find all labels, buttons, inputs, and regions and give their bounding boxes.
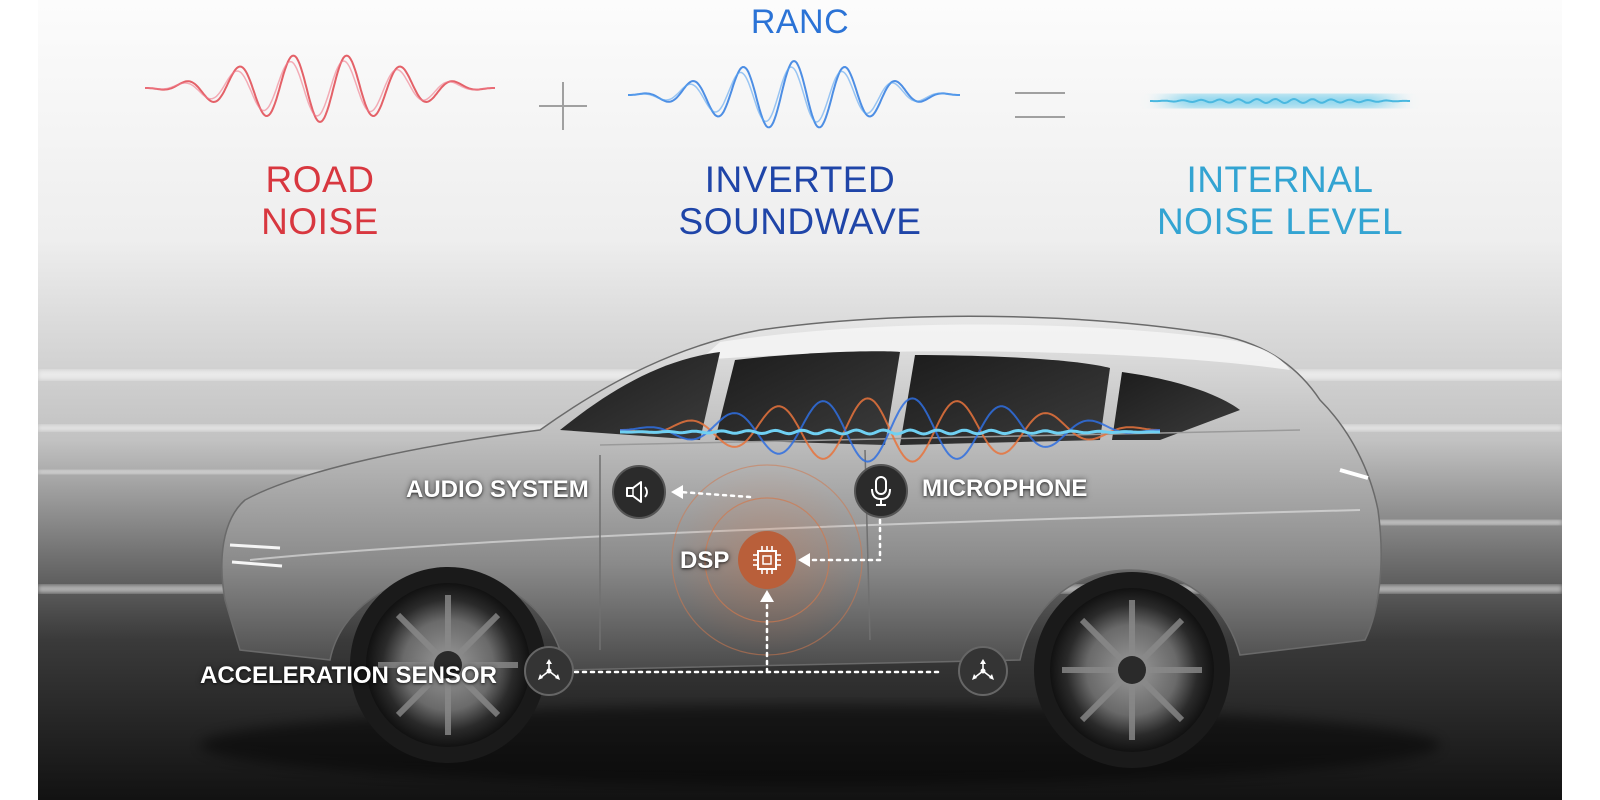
inverted-soundwave-line1: INVERTED bbox=[704, 159, 896, 200]
signal-arrowheads bbox=[671, 485, 810, 602]
inverted-soundwave-wave-echo bbox=[628, 66, 960, 123]
sensor-icon bbox=[535, 657, 563, 685]
internal-noise-level-title: INTERNAL NOISE LEVEL bbox=[1110, 159, 1450, 243]
speaker-icon bbox=[624, 479, 654, 505]
signal-paths bbox=[573, 490, 942, 674]
internal-noise-level-line2: NOISE LEVEL bbox=[1156, 201, 1404, 242]
plus-icon bbox=[539, 82, 587, 130]
microphone-icon bbox=[869, 475, 893, 507]
acceleration-sensor-node-rear bbox=[524, 646, 574, 696]
internal-noise-wave bbox=[1150, 95, 1410, 107]
cabin-internal-noise-wave bbox=[620, 428, 1160, 436]
acceleration-sensor-label: ACCELERATION SENSOR bbox=[200, 662, 497, 689]
road-noise-title: ROAD NOISE bbox=[200, 159, 440, 243]
audio-system-label: AUDIO SYSTEM bbox=[406, 476, 589, 503]
road-noise-wave bbox=[145, 54, 495, 124]
ranc-label: RANC bbox=[700, 2, 900, 42]
ranc-label-text: RANC bbox=[750, 3, 850, 41]
inverted-soundwave-wave bbox=[628, 59, 960, 129]
road-noise-line1: ROAD bbox=[265, 159, 375, 200]
left-margin bbox=[0, 0, 38, 800]
acceleration-sensor-node-front bbox=[958, 646, 1008, 696]
inverted-soundwave-line2: SOUNDWAVE bbox=[678, 201, 922, 242]
chip-icon bbox=[750, 543, 784, 577]
internal-noise-level-line1: INTERNAL bbox=[1186, 159, 1374, 200]
road-noise-line2: NOISE bbox=[261, 201, 379, 242]
audio-system-node bbox=[612, 465, 666, 519]
dsp-node bbox=[738, 531, 796, 589]
sensor-icon bbox=[969, 657, 997, 685]
microphone-label: MICROPHONE bbox=[922, 475, 1088, 502]
microphone-node bbox=[854, 464, 908, 518]
inverted-soundwave-title: INVERTED SOUNDWAVE bbox=[600, 159, 1000, 243]
road-noise-wave-echo bbox=[145, 60, 495, 117]
equals-icon bbox=[1015, 92, 1065, 118]
dsp-label: DSP bbox=[680, 547, 730, 574]
right-margin bbox=[1562, 0, 1600, 800]
